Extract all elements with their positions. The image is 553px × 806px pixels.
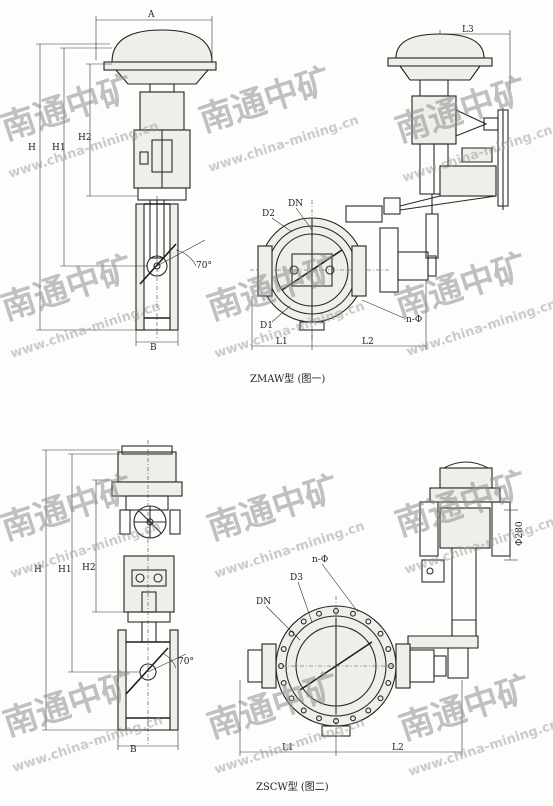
fig1-label-DN: DN bbox=[288, 199, 303, 209]
bolt-hole bbox=[385, 680, 392, 686]
bolt-hole bbox=[316, 610, 322, 617]
fig2-dim-phi280: Φ280 bbox=[515, 521, 525, 546]
fig2-front-view: Φ280 DN D3 n-Φ L1 L2 bbox=[239, 461, 525, 756]
bolt-hole bbox=[385, 646, 392, 652]
fig1-dim-L2: L2 bbox=[362, 337, 374, 347]
fig2-dim-H1: H1 bbox=[58, 565, 72, 575]
bolt-hole bbox=[333, 608, 339, 614]
fig1-angle-label: 70° bbox=[196, 261, 212, 271]
fig2-dim-H: H bbox=[34, 565, 42, 575]
fig1-label-D2: D2 bbox=[262, 209, 275, 219]
bolt-hole bbox=[288, 695, 295, 702]
fig1-dim-H1: H1 bbox=[52, 143, 66, 153]
fig2-side-view: 70° H H1 H2 B bbox=[34, 440, 194, 755]
bolt-hole bbox=[278, 663, 284, 669]
fig1-side-view: A 70° H H1 bbox=[28, 10, 217, 353]
fig1-label-D1: D1 bbox=[260, 321, 273, 331]
fig1-dim-B: B bbox=[150, 343, 157, 353]
bolt-hole bbox=[280, 680, 287, 686]
bolt-hole bbox=[300, 618, 307, 625]
bolt-hole bbox=[300, 707, 307, 714]
fig2-caption: ZSCW型 (图二) bbox=[256, 780, 329, 793]
fig1-label-n-phi: n-Φ bbox=[406, 315, 422, 325]
bolt-hole bbox=[316, 715, 322, 722]
fig2-dim-B: B bbox=[130, 745, 137, 755]
fig2-label-n-phi: n-Φ bbox=[312, 555, 328, 565]
bolt-hole bbox=[365, 707, 372, 714]
bolt-hole bbox=[365, 618, 372, 625]
fig1-front-view: L3 bbox=[250, 25, 511, 350]
bolt-hole bbox=[280, 646, 287, 652]
fig2-bolt-holes bbox=[278, 608, 394, 724]
bolt-hole bbox=[350, 610, 356, 617]
fig2-label-D3: D3 bbox=[290, 573, 303, 583]
fig1-dim-L3: L3 bbox=[462, 25, 474, 35]
bolt-hole bbox=[388, 663, 394, 669]
bolt-hole bbox=[350, 715, 356, 722]
bolt-hole bbox=[377, 630, 384, 637]
fig2-dim-L2: L2 bbox=[392, 743, 404, 753]
fig2-angle-label: 70° bbox=[178, 657, 194, 667]
fig2-label-DN: DN bbox=[256, 597, 271, 607]
fig2-dim-L1: L1 bbox=[282, 743, 294, 753]
fig1-dim-H: H bbox=[28, 143, 36, 153]
fig1-dim-H2: H2 bbox=[78, 133, 92, 143]
bolt-hole bbox=[377, 695, 384, 702]
fig1-dim-L1: L1 bbox=[276, 337, 288, 347]
dim-A-label: A bbox=[147, 10, 155, 20]
fig2-dim-H2: H2 bbox=[82, 563, 96, 573]
bolt-hole bbox=[333, 718, 339, 724]
fig1-caption: ZMAW型 (图一) bbox=[250, 372, 325, 385]
